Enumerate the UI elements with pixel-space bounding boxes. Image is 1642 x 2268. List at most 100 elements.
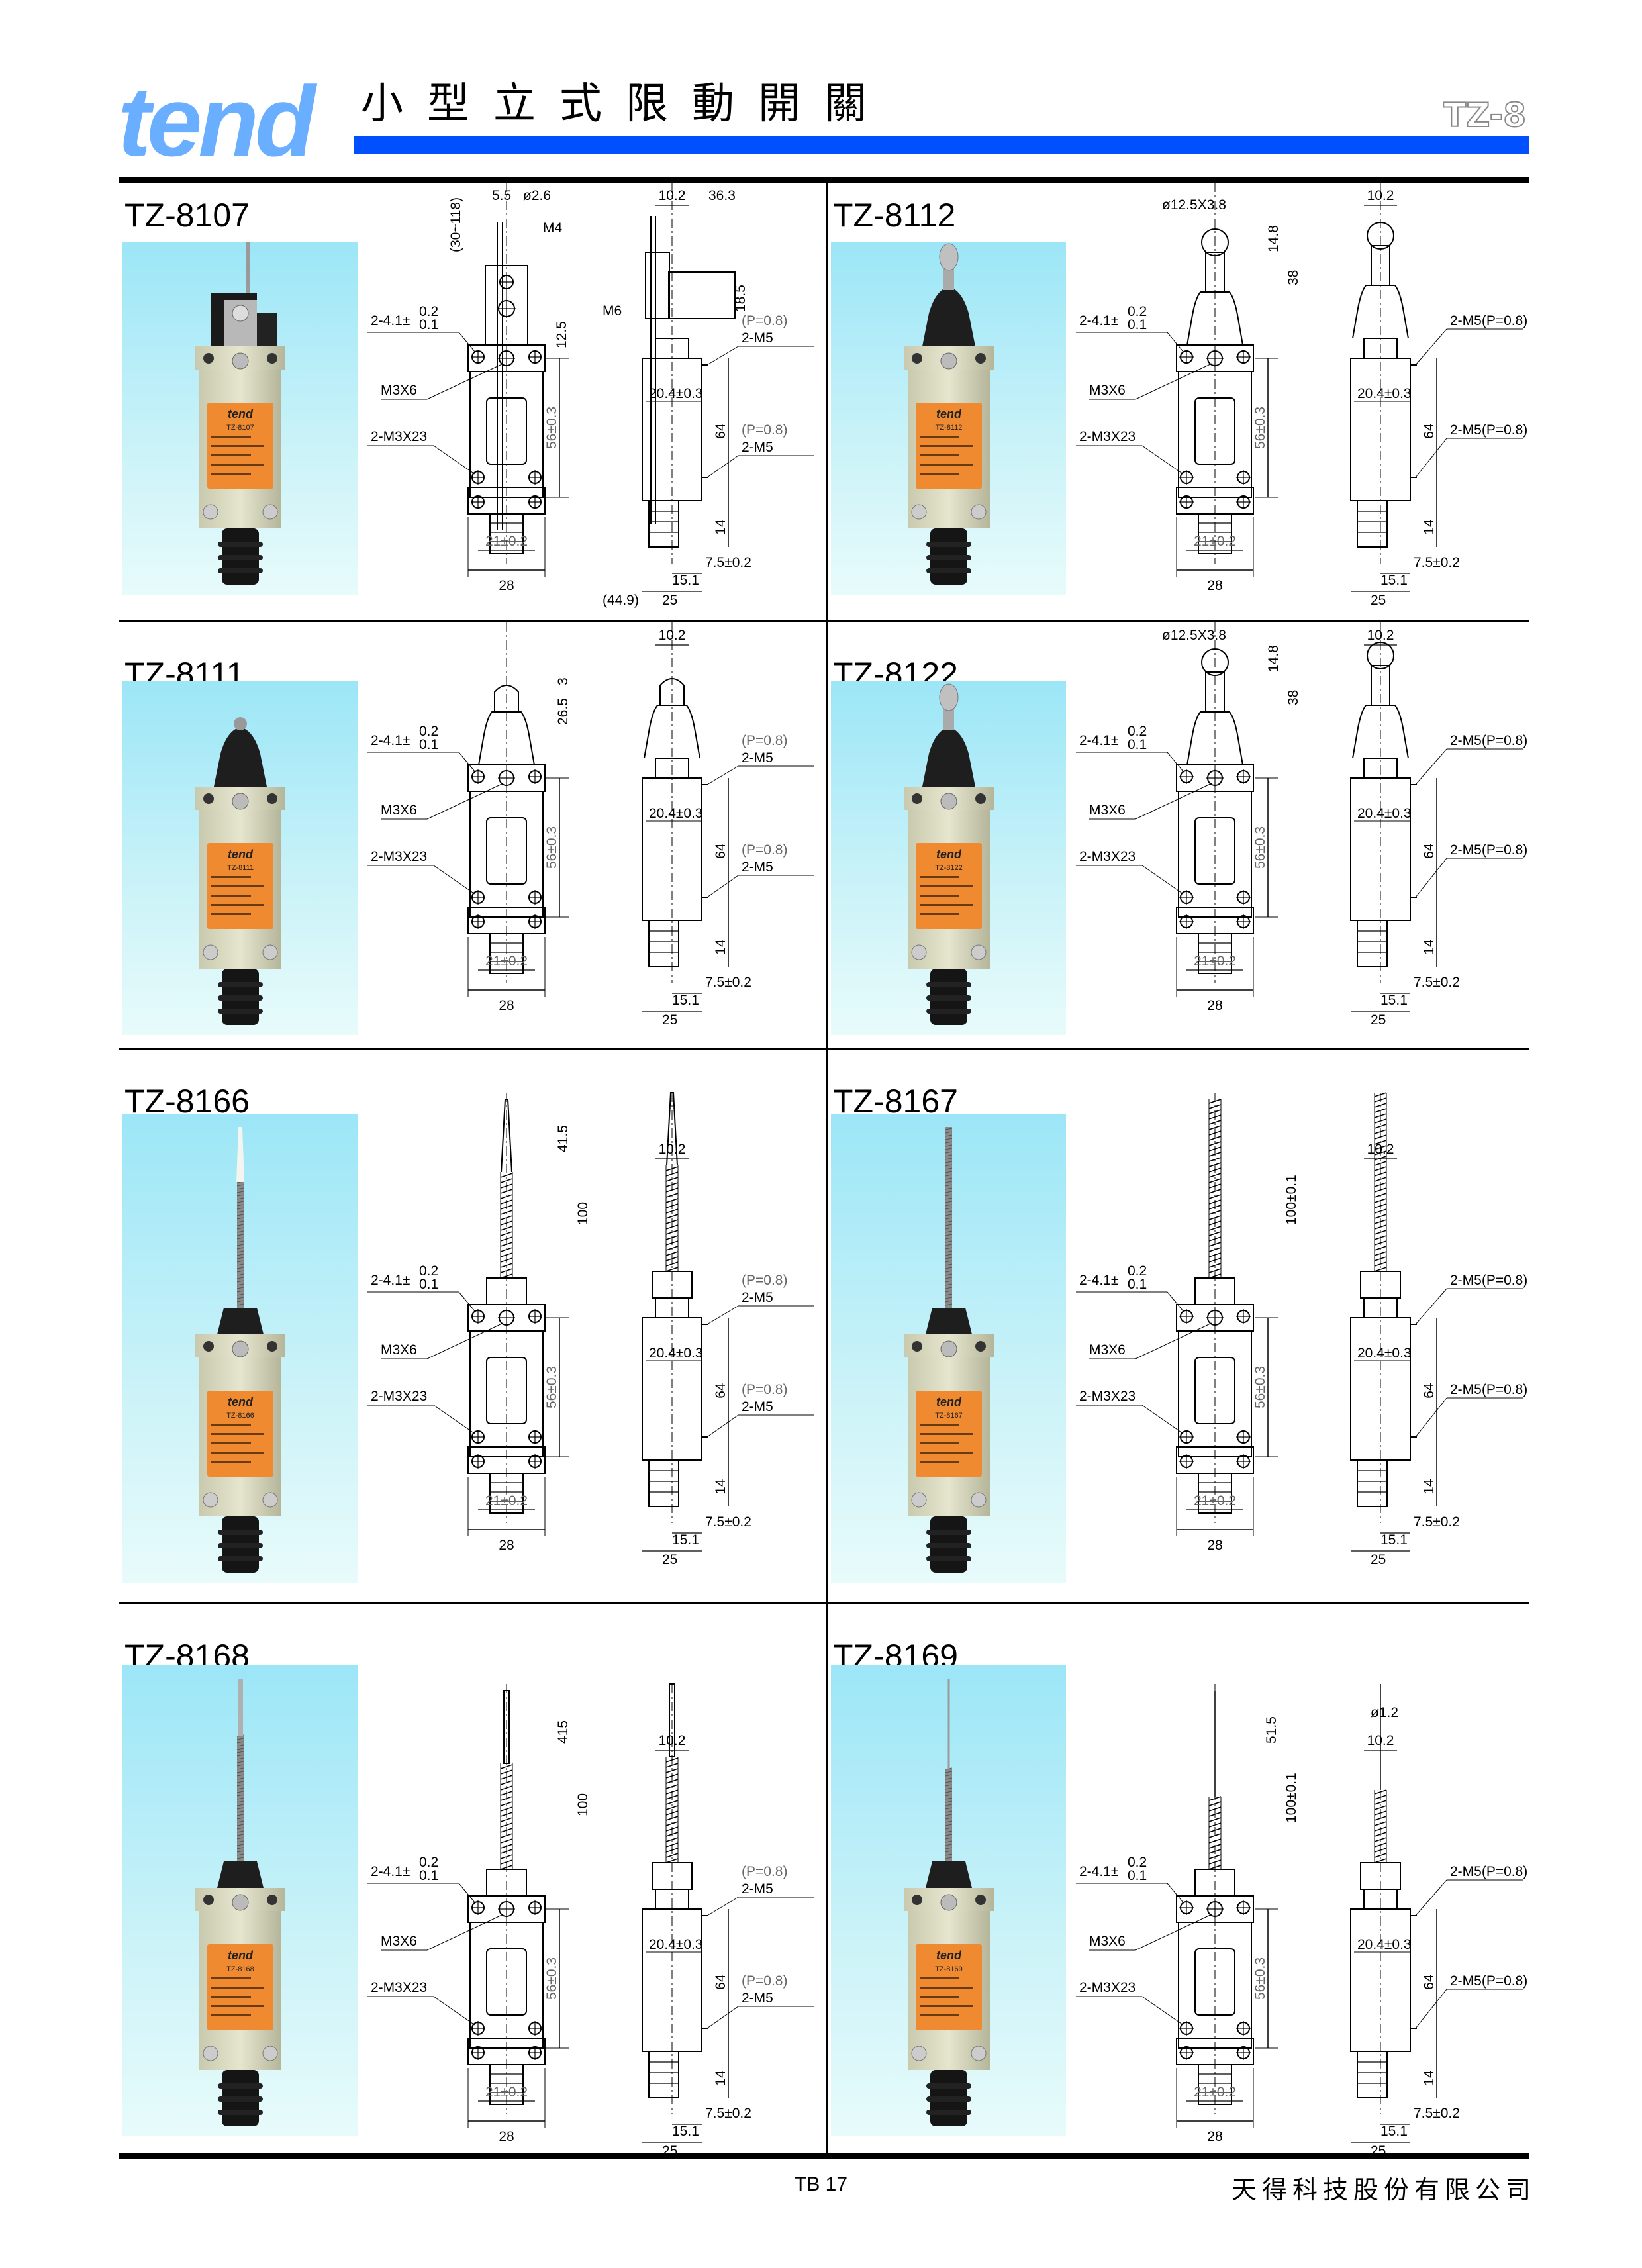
spring-coil <box>945 1781 953 1783</box>
boot-ridge <box>926 2083 971 2089</box>
screw-label: M3X6 <box>1089 803 1126 818</box>
screw-icon <box>971 944 987 960</box>
screws-label: 2-M3X23 <box>1079 1980 1135 1995</box>
spring-coil <box>945 1810 953 1813</box>
extra-dimension: M6 <box>603 303 622 319</box>
spring-coil <box>945 1217 953 1220</box>
spring-coil <box>1374 1208 1387 1214</box>
boot-ridge <box>926 1530 971 1535</box>
spring-coil <box>236 1748 244 1750</box>
screw-icon <box>940 1340 957 1357</box>
boot-ridge <box>926 982 971 987</box>
bottom-width-dimension: 15.1 <box>1380 573 1408 588</box>
tolerance-up: 0.2 <box>419 304 438 319</box>
spring-coil <box>1374 1182 1387 1187</box>
spring-coil <box>945 1158 953 1160</box>
label-brand: tend <box>936 1395 962 1408</box>
spring-coil <box>236 1227 244 1230</box>
spring-coil <box>236 1827 244 1830</box>
mounting-hole-icon <box>267 793 277 804</box>
spring-coil <box>1374 1219 1387 1224</box>
label-brand: tend <box>228 1949 254 1962</box>
port-label: 2-M5(P=0.8) <box>1450 1864 1527 1879</box>
mounting-hole-icon <box>912 1341 922 1352</box>
extra-dimension: 18.5 <box>733 285 748 312</box>
spring-coil <box>500 1263 513 1268</box>
side-height-dimension: 64 <box>1422 1974 1437 1990</box>
spring-coil <box>945 1161 953 1163</box>
spring-coil <box>236 1781 244 1783</box>
spring-coil <box>236 1794 244 1797</box>
label-fine-print <box>211 1442 251 1444</box>
screw-icon <box>232 1340 249 1357</box>
spring-coil <box>500 1205 513 1210</box>
depth-dimension: 25 <box>662 593 677 608</box>
spring-coil <box>1208 1152 1222 1157</box>
depth-dimension: 25 <box>662 1012 677 1028</box>
spring-coil <box>236 1797 244 1800</box>
spring-coil <box>665 1763 679 1768</box>
spring-coil <box>236 1857 244 1859</box>
body-height-dimension: 56±0.3 <box>544 826 559 869</box>
inner-width-dimension: 21±0.2 <box>1194 2085 1236 2100</box>
mounting-holes-label: 2-4.1± <box>371 313 410 328</box>
spring-coil <box>1208 1215 1222 1220</box>
offset-dimension: 20.4±0.3 <box>649 1346 703 1361</box>
label-fine-print <box>920 2014 959 2016</box>
spring-coil <box>945 1260 953 1263</box>
dimension-line <box>1415 748 1447 785</box>
extra-dimension: 41.5 <box>555 1125 571 1152</box>
spring-coil <box>665 1789 679 1795</box>
spring-coil <box>665 1842 679 1848</box>
body-height-dimension: 56±0.3 <box>1253 826 1268 869</box>
spring-coil <box>1374 1145 1387 1150</box>
body-window <box>1194 817 1235 885</box>
spring-coil <box>945 1154 953 1157</box>
extra-dimension: ø1.2 <box>1371 1705 1398 1720</box>
dimension-line <box>433 445 475 475</box>
side-height-dimension: 64 <box>713 423 728 439</box>
spring-base <box>926 1308 972 1334</box>
width-dimension: 28 <box>1207 2129 1222 2144</box>
spring-coil <box>500 1769 513 1775</box>
spring-coil <box>665 1177 679 1182</box>
label-fine-print <box>920 1996 959 1998</box>
plastic-rod <box>666 1092 678 1166</box>
screw-label: M3X6 <box>381 1342 417 1357</box>
dimension-line <box>1141 445 1184 475</box>
spring-coil <box>1208 1183 1222 1189</box>
bottom-width-dimension: 15.1 <box>1380 993 1408 1008</box>
spring-coil <box>945 1297 953 1299</box>
spring-coil <box>236 1217 244 1220</box>
spring-coil <box>500 1226 513 1231</box>
spring-coil <box>236 1764 244 1767</box>
spring-coil <box>1374 1097 1387 1103</box>
boot-ridge <box>926 555 971 560</box>
spring-base <box>652 1862 693 1890</box>
dimension-line <box>1167 1291 1184 1312</box>
spring-coil <box>236 1761 244 1763</box>
spring-coil <box>945 1800 953 1803</box>
spring-coil <box>236 1287 244 1289</box>
spring-coil <box>665 1246 679 1251</box>
boot-ridge <box>926 542 971 547</box>
spring-coil <box>665 1214 679 1219</box>
tolerance-down: 0.1 <box>1128 737 1147 752</box>
port-label: (P=0.8) <box>742 313 787 328</box>
dimension-line <box>1167 752 1184 772</box>
inner-width-dimension: 21±0.2 <box>485 1493 528 1508</box>
spring-coil <box>945 1270 953 1273</box>
spring-coil <box>500 1194 513 1199</box>
mounting-holes-label: 2-4.1± <box>1079 313 1118 328</box>
side-view: 10.220.4±0.364147.5±0.215.125(P=0.8)2-M5… <box>642 622 814 1028</box>
spring-coil <box>665 1267 679 1272</box>
spring-coil <box>236 1263 244 1266</box>
spring-coil <box>945 1164 953 1167</box>
side-view: 10.220.4±0.364147.5±0.215.1252-M5(P=0.8)… <box>1350 183 1527 608</box>
screws-label: 2-M3X23 <box>371 1389 427 1404</box>
screw-icon <box>203 1492 218 1508</box>
